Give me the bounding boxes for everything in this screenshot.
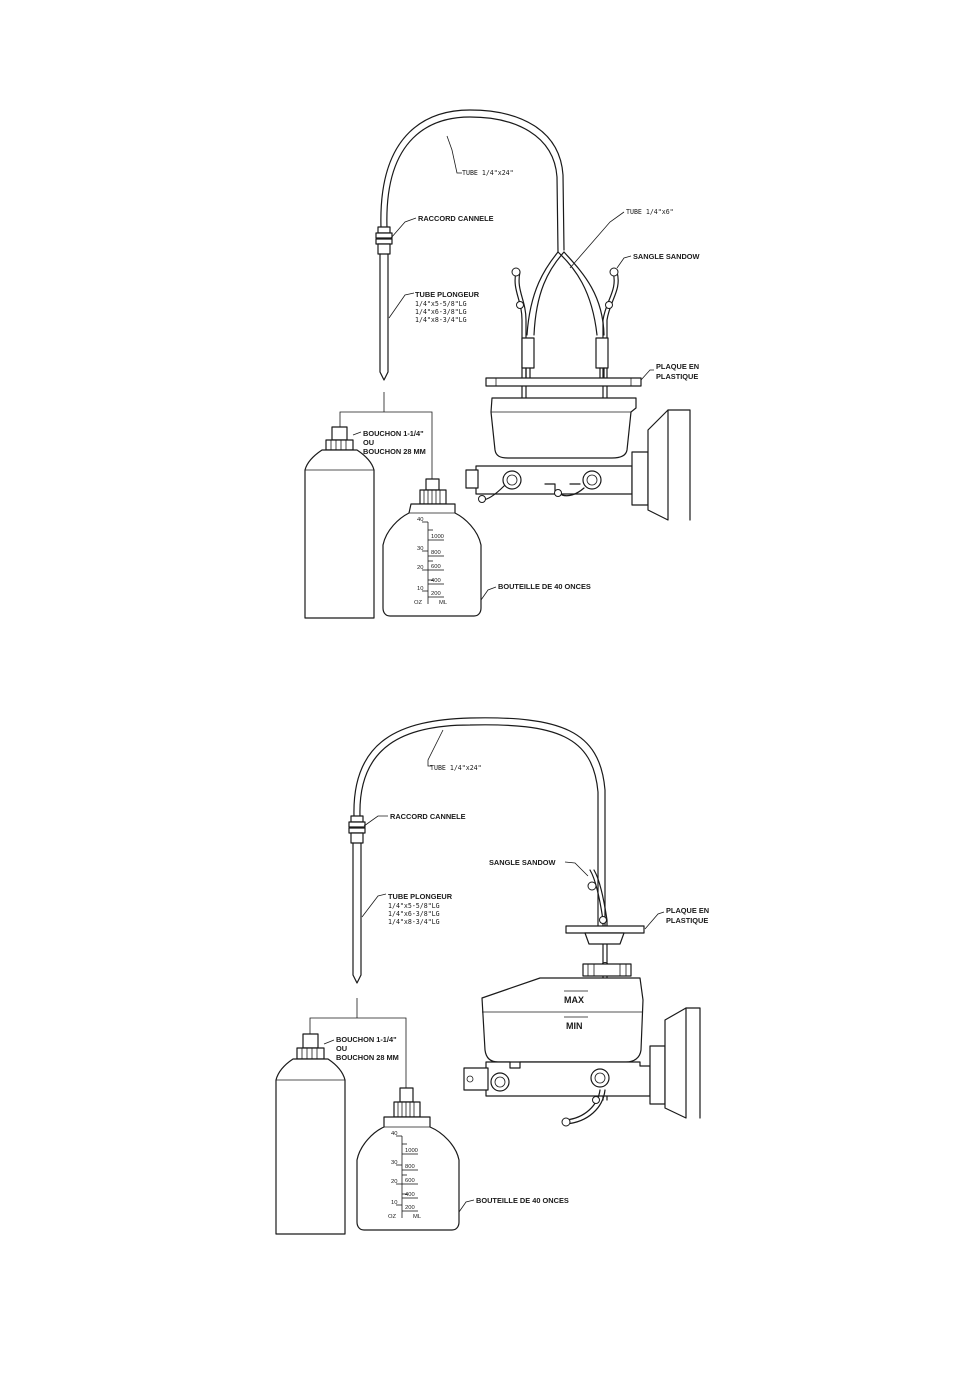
ml-400-1: 400: [431, 578, 441, 584]
cap-bottle-1: [304, 426, 375, 619]
ml-1000-1: 1000: [431, 534, 444, 540]
plongeur-size-1b: 1/4"x6-3/8"LG: [415, 308, 467, 316]
oz-unit-2: OZ: [388, 1214, 397, 1220]
plaque-leader-1: [640, 369, 654, 381]
ml-800-2: 800: [405, 1164, 415, 1170]
sangle-leader-1: [616, 255, 632, 269]
bouchon-line1-1: BOUCHON 1-1/4": [363, 429, 424, 438]
tube-short-leader-1: [569, 211, 625, 269]
reservoir-2: MAX MIN: [481, 977, 644, 1063]
master-cylinder-1: [465, 409, 691, 521]
plaque-line1-2: PLAQUE EN: [666, 906, 709, 915]
bouchon-line1-2: BOUCHON 1-1/4": [336, 1035, 397, 1044]
plongeur-leader-2: [361, 893, 387, 918]
port-tube-2: [561, 1089, 606, 1127]
raccord-label-2: RACCORD CANNELE: [390, 812, 466, 821]
bouchon-line3-1: BOUCHON 28 MM: [363, 447, 426, 456]
oz-20-2: 20: [391, 1179, 397, 1185]
long-tube-2: [353, 717, 606, 929]
long-tube-1: [380, 109, 565, 253]
bouchon-line2-1: OU: [363, 438, 374, 447]
oz-30-1: 30: [417, 546, 423, 552]
ml-200-2: 200: [405, 1205, 415, 1211]
bottle-40oz-2: 40 30 20 10 1000 800 600 400 200 OZ ML: [356, 1087, 460, 1231]
port-tubes-1: [478, 485, 585, 503]
reservoir-max-label: MAX: [564, 995, 584, 1005]
oz-20-1: 20: [417, 565, 423, 571]
plongeur-size-2a: 1/4"x5-5/8"LG: [388, 902, 440, 910]
plongeur-title-1: TUBE PLONGEUR: [415, 290, 480, 299]
oz-40-2: 40: [391, 1131, 397, 1137]
sangle-label-2: SANGLE SANDOW: [489, 858, 556, 867]
diagram-2: TUBE 1/4"x24" RACCORD CANNELE TUBE PLONG…: [275, 717, 709, 1235]
plastic-plate-2: [565, 925, 645, 945]
reservoir-neck-2: [582, 963, 632, 977]
barbed-fitting-2: [348, 815, 366, 844]
raccord-label-1: RACCORD CANNELE: [418, 214, 494, 223]
y-connector-1: [526, 251, 605, 336]
diagram-1: TUBE 1/4"x24" RACCORD CANNELE TUBE PLONG…: [304, 109, 700, 619]
bouteille-leader-1: [480, 586, 497, 601]
coupler-left-1: [521, 337, 535, 369]
bouteille-label-1: BOUTEILLE DE 40 ONCES: [498, 582, 591, 591]
ml-200-1: 200: [431, 591, 441, 597]
bouchon-leader-1: [352, 431, 362, 436]
ml-400-2: 400: [405, 1192, 415, 1198]
tube-label-leader-2: [427, 729, 444, 767]
bouteille-leader-2: [458, 1199, 475, 1213]
dip-tube-2: [352, 842, 362, 984]
tube-label-leader-1: [446, 135, 462, 174]
plastic-plate-1: [485, 377, 642, 387]
oz-40-1: 40: [417, 517, 423, 523]
raccord-leader-2: [363, 815, 388, 827]
plongeur-size-1a: 1/4"x5-5/8"LG: [415, 300, 467, 308]
dip-tube-1: [379, 253, 389, 381]
plongeur-size-2c: 1/4"x8-3/4"LG: [388, 918, 440, 926]
reservoir-min-label: MIN: [566, 1021, 583, 1031]
plongeur-size-1c: 1/4"x8-3/4"LG: [415, 316, 467, 324]
oz-unit-1: OZ: [414, 600, 423, 606]
plaque-leader-2: [644, 911, 665, 930]
bottle-bracket-2: [309, 998, 407, 1090]
bouchon-line2-2: OU: [336, 1044, 347, 1053]
ml-800-1: 800: [431, 550, 441, 556]
plaque-line2-1: PLASTIQUE: [656, 372, 698, 381]
barbed-fitting-1: [375, 226, 393, 255]
oz-10-2: 10: [391, 1200, 397, 1206]
ml-unit-1: ML: [439, 600, 448, 606]
bottle-bracket-1: [339, 392, 433, 488]
master-cylinder-2: [463, 1007, 701, 1119]
reservoir-1: [490, 397, 637, 459]
oz-30-2: 30: [391, 1160, 397, 1166]
bottle-40oz-1: 40 30 20 10 1000 800 600 400 200 OZ ML: [382, 478, 482, 617]
tube-long-label-1: TUBE 1/4"x24": [462, 169, 514, 177]
plaque-line2-2: PLASTIQUE: [666, 916, 708, 925]
bouteille-label-2: BOUTEILLE DE 40 ONCES: [476, 1196, 569, 1205]
tube-short-label-1: TUBE 1/4"x6": [626, 208, 674, 216]
plaque-line1-1: PLAQUE EN: [656, 362, 699, 371]
plongeur-size-2b: 1/4"x6-3/8"LG: [388, 910, 440, 918]
ml-1000-2: 1000: [405, 1148, 418, 1154]
sangle-leader-2: [564, 861, 589, 877]
cap-bottle-2: [275, 1033, 346, 1235]
raccord-leader-1: [390, 217, 417, 239]
ml-600-2: 600: [405, 1178, 415, 1184]
bouchon-line3-2: BOUCHON 28 MM: [336, 1053, 399, 1062]
bouchon-leader-2: [323, 1039, 335, 1045]
ml-600-1: 600: [431, 564, 441, 570]
tube-long-label-2: TUBE 1/4"x24": [430, 764, 482, 772]
sangle-label-1: SANGLE SANDOW: [633, 252, 700, 261]
plongeur-title-2: TUBE PLONGEUR: [388, 892, 453, 901]
oz-10-1: 10: [417, 586, 423, 592]
coupler-right-1: [595, 337, 609, 369]
ml-unit-2: ML: [413, 1214, 422, 1220]
plongeur-leader-1: [388, 292, 415, 319]
